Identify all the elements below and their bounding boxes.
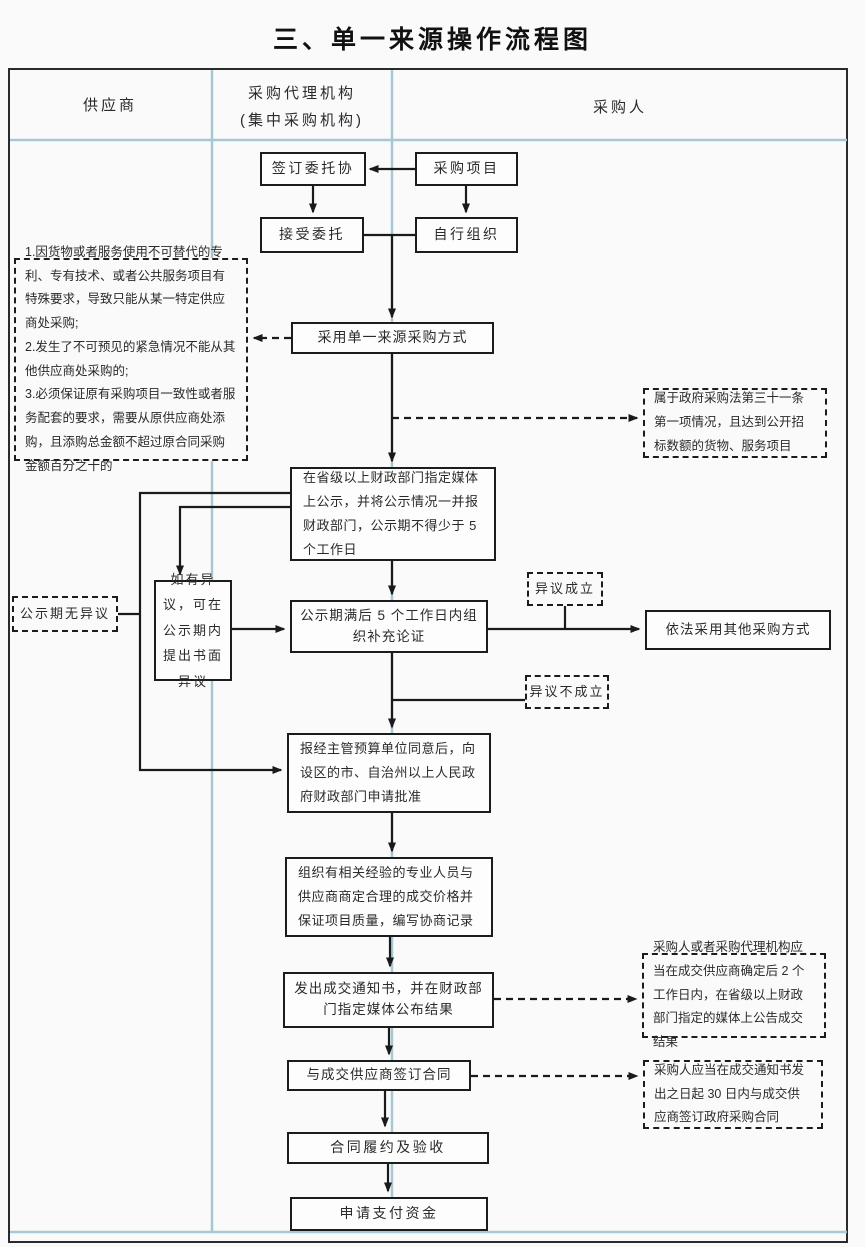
dashed-connectors bbox=[252, 334, 639, 1080]
step-award-notice: 发出成交通知书，并在财政部门指定媒体公布结果 bbox=[283, 972, 494, 1028]
note-law-article-31: 属于政府采购法第三十一条第一项情况，且达到公开招标数额的货物、服务项目 bbox=[643, 388, 827, 458]
note-objection-invalid: 异议不成立 bbox=[525, 675, 609, 709]
note-no-objection: 公示期无异议 bbox=[12, 596, 118, 632]
lane-header-agency: 采购代理机构 (集中采购机构) bbox=[212, 80, 392, 134]
step-fulfillment-acceptance: 合同履约及验收 bbox=[287, 1132, 489, 1164]
step-objection-window: 如有异议，可在公示期内提出书面异议 bbox=[154, 572, 232, 689]
note-sign-within-30-days: 采购人应当在成交通知书发出之日起 30 日内与成交供应商签订政府采购合同 bbox=[643, 1060, 823, 1129]
step-single-source-method: 采用单一来源采购方式 bbox=[291, 322, 494, 354]
solid-connectors bbox=[118, 165, 641, 1193]
lane-header-purchaser: 采购人 bbox=[592, 99, 647, 116]
lane-header-supplier: 供应商 bbox=[82, 97, 137, 114]
note-announce-result: 采购人或者采购代理机构应当在成交供应商确定后 2 个工作日内，在省级以上财政部门… bbox=[642, 940, 826, 1049]
step-procurement-project: 采购项目 bbox=[415, 152, 518, 186]
step-sign-agreement: 签订委托协 bbox=[260, 152, 366, 186]
note-single-source-reasons: 1.因货物或者服务使用不可替代的专利、专有技术、或者公共服务项目有特殊要求，导致… bbox=[14, 245, 248, 473]
page-title: 三、单一来源操作流程图 bbox=[272, 26, 592, 54]
step-self-organize: 自行组织 bbox=[415, 217, 518, 253]
step-approval: 报经主管预算单位同意后，向设区的市、自治州以上人民政府财政部门申请批准 bbox=[287, 733, 491, 813]
step-accept-commission: 接受委托 bbox=[260, 217, 364, 253]
lane-header-agency-line2: (集中采购机构) bbox=[240, 112, 364, 129]
diagram-frame bbox=[8, 68, 848, 1243]
lane-header-agency-line1: 采购代理机构 bbox=[247, 85, 356, 102]
step-sign-contract: 与成交供应商签订合同 bbox=[287, 1060, 471, 1091]
step-other-method: 依法采用其他采购方式 bbox=[645, 610, 831, 650]
step-supplement-demonstration: 公示期满后 5 个工作日内组织补充论证 bbox=[290, 600, 488, 653]
step-payment-request: 申请支付资金 bbox=[290, 1197, 488, 1231]
step-negotiate-record: 组织有相关经验的专业人员与供应商商定合理的成交价格并保证项目质量，编写协商记录 bbox=[285, 857, 493, 937]
step-publicity: 在省级以上财政部门指定媒体上公示，并将公示情况一并报财政部门，公示期不得少于 5… bbox=[290, 467, 496, 561]
note-objection-valid: 异议成立 bbox=[527, 572, 603, 606]
